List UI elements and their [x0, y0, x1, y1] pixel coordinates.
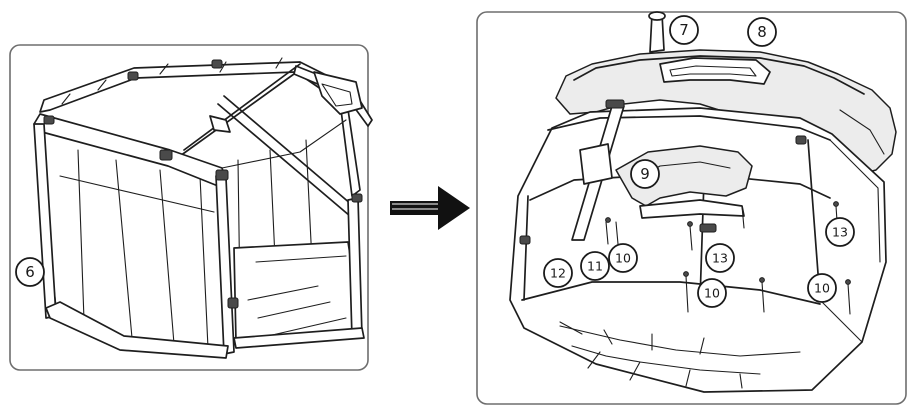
callout-label: 6 [25, 263, 35, 281]
callout-10: 10 [697, 278, 727, 308]
assembly-panel: 7 8 9 10 11 12 13 10 [476, 11, 907, 405]
assembly-illustration [509, 11, 897, 393]
callout-10: 10 [807, 273, 837, 303]
callout-6: 6 [15, 257, 45, 287]
assembly-arrow [390, 186, 470, 230]
callout-label: 13 [712, 251, 728, 266]
callout-11: 11 [580, 251, 610, 281]
callout-8: 8 [747, 17, 777, 47]
callout-7: 7 [669, 15, 699, 45]
frame-panel: 6 [9, 44, 373, 371]
callout-13: 13 [825, 217, 855, 247]
frame-illustration [33, 57, 373, 359]
callout-label: 11 [587, 259, 603, 274]
callout-label: 10 [615, 251, 631, 266]
callout-label: 12 [550, 266, 566, 281]
callout-label: 13 [832, 225, 848, 240]
callout-label: 7 [679, 21, 689, 39]
callout-13: 13 [705, 243, 735, 273]
callout-10: 10 [608, 243, 638, 273]
callout-label: 8 [757, 23, 767, 41]
callout-label: 10 [704, 286, 720, 301]
callout-9: 9 [630, 159, 660, 189]
callout-label: 10 [814, 281, 830, 296]
callout-label: 9 [640, 165, 650, 183]
callout-12: 12 [543, 258, 573, 288]
